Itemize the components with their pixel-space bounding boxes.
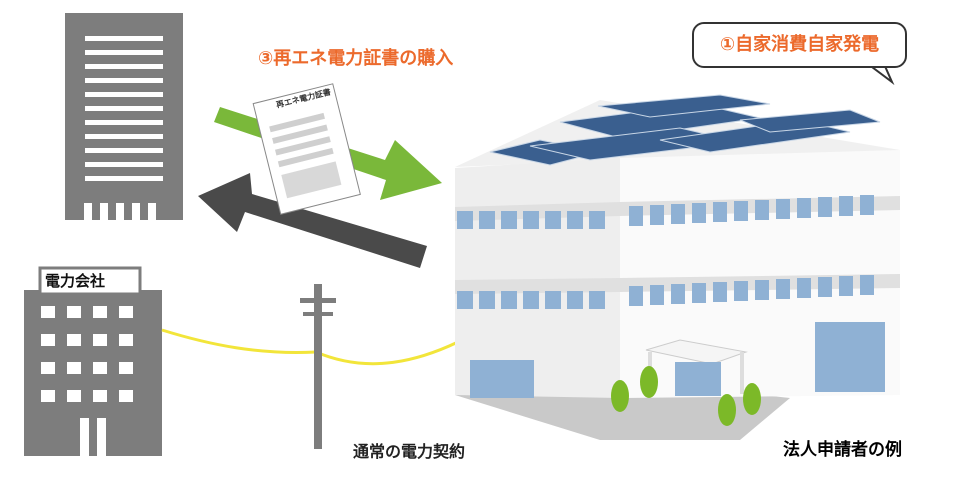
applicant-example-label: 法人申請者の例 [783, 435, 902, 460]
utility-pole [300, 284, 336, 449]
power-line [162, 330, 458, 364]
self-generation-label: ①自家消費自家発電 [720, 34, 879, 55]
office-building [65, 13, 183, 220]
self-generation-callout: ①自家消費自家発電 [692, 22, 907, 68]
applicant-building [455, 95, 900, 440]
regular-contract-label: 通常の電力契約 [353, 438, 465, 462]
power-company-building [24, 268, 162, 456]
purchase-certificate-label: ③再エネ電力証書の購入 [258, 44, 453, 70]
power-company-label: 電力会社 [45, 270, 105, 291]
